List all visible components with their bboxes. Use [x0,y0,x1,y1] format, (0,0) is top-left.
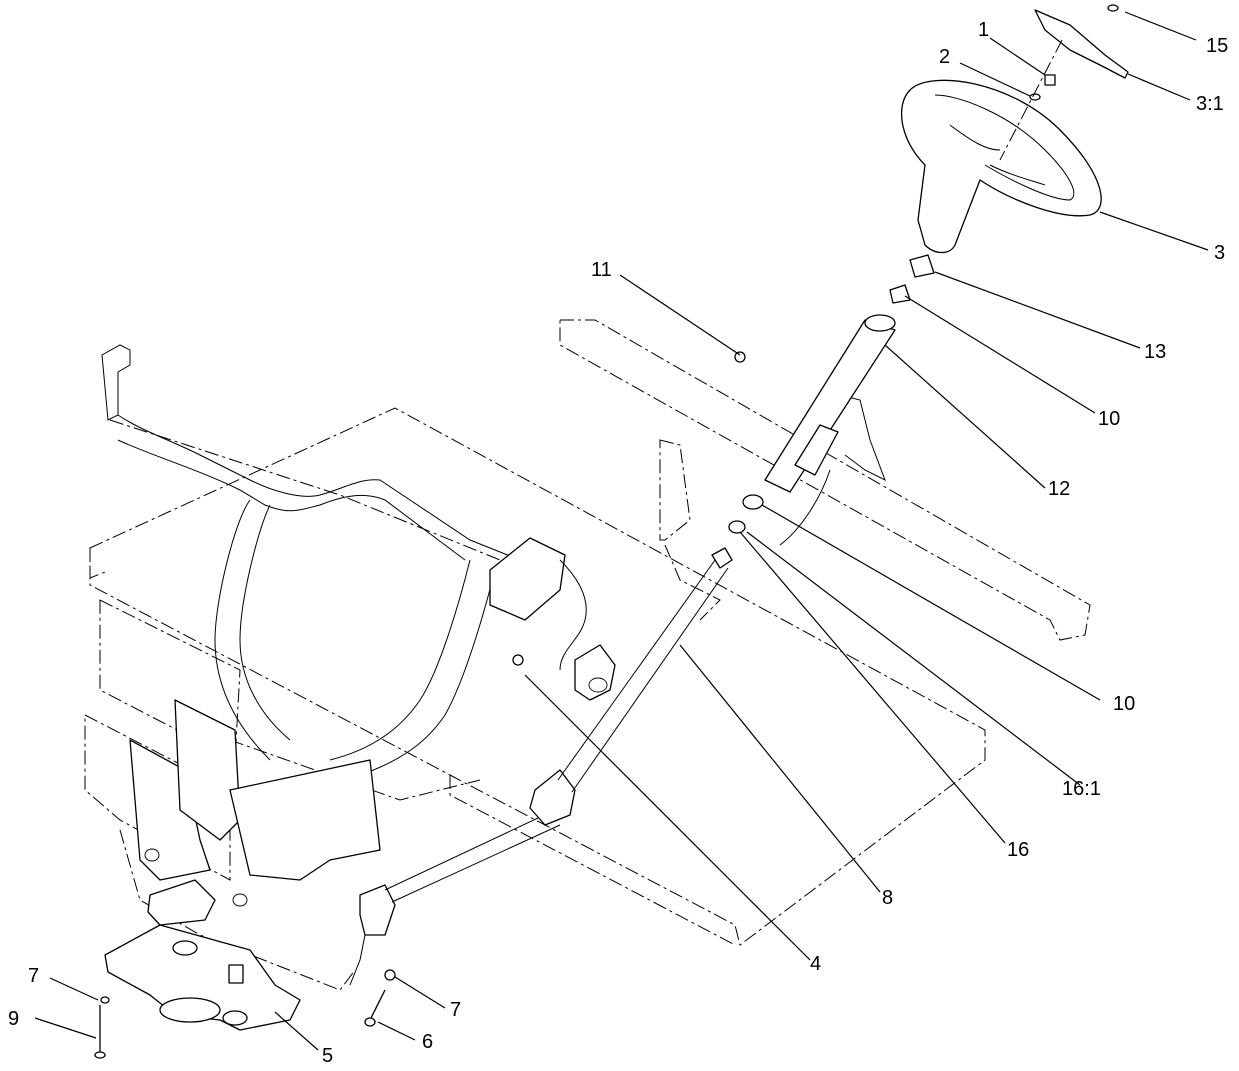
callout-3-1: 3:1 [1196,93,1224,115]
lower-bracket-assembly [129,699,381,926]
callout-13: 13 [1144,341,1166,363]
callout-5: 5 [322,1045,333,1067]
fasteners [94,969,396,1059]
callout-2: 2 [939,46,950,68]
steering-column [764,314,896,493]
callout-9: 9 [8,1008,19,1030]
callout-labels: 1 2 15 3:1 3 11 13 10 12 10 16:1 16 8 4 … [8,19,1228,1067]
callout-15: 15 [1206,35,1228,57]
callout-10-lower: 10 [1113,693,1135,715]
callout-6: 6 [422,1031,433,1053]
callout-1: 1 [978,19,989,41]
callout-10-upper: 10 [1098,408,1120,430]
callout-7-right: 7 [450,999,461,1021]
steering-cap [999,4,1129,161]
tube-frame [101,344,616,781]
callout-16: 16 [1007,839,1029,861]
leader-lines [34,11,1209,1051]
callout-8: 8 [882,887,893,909]
callout-4: 4 [810,953,821,975]
steering-wheel [900,79,1102,254]
callout-11: 11 [591,259,612,281]
callout-3: 3 [1214,242,1225,264]
right-plate [779,394,886,546]
lower-shaft [349,809,561,986]
callout-16-1: 16:1 [1062,778,1101,800]
callout-12: 12 [1048,478,1070,500]
callout-7-left: 7 [28,965,39,987]
bushings [512,254,935,666]
steering-gear-box [104,924,301,1031]
intermediate-shaft [529,547,733,826]
